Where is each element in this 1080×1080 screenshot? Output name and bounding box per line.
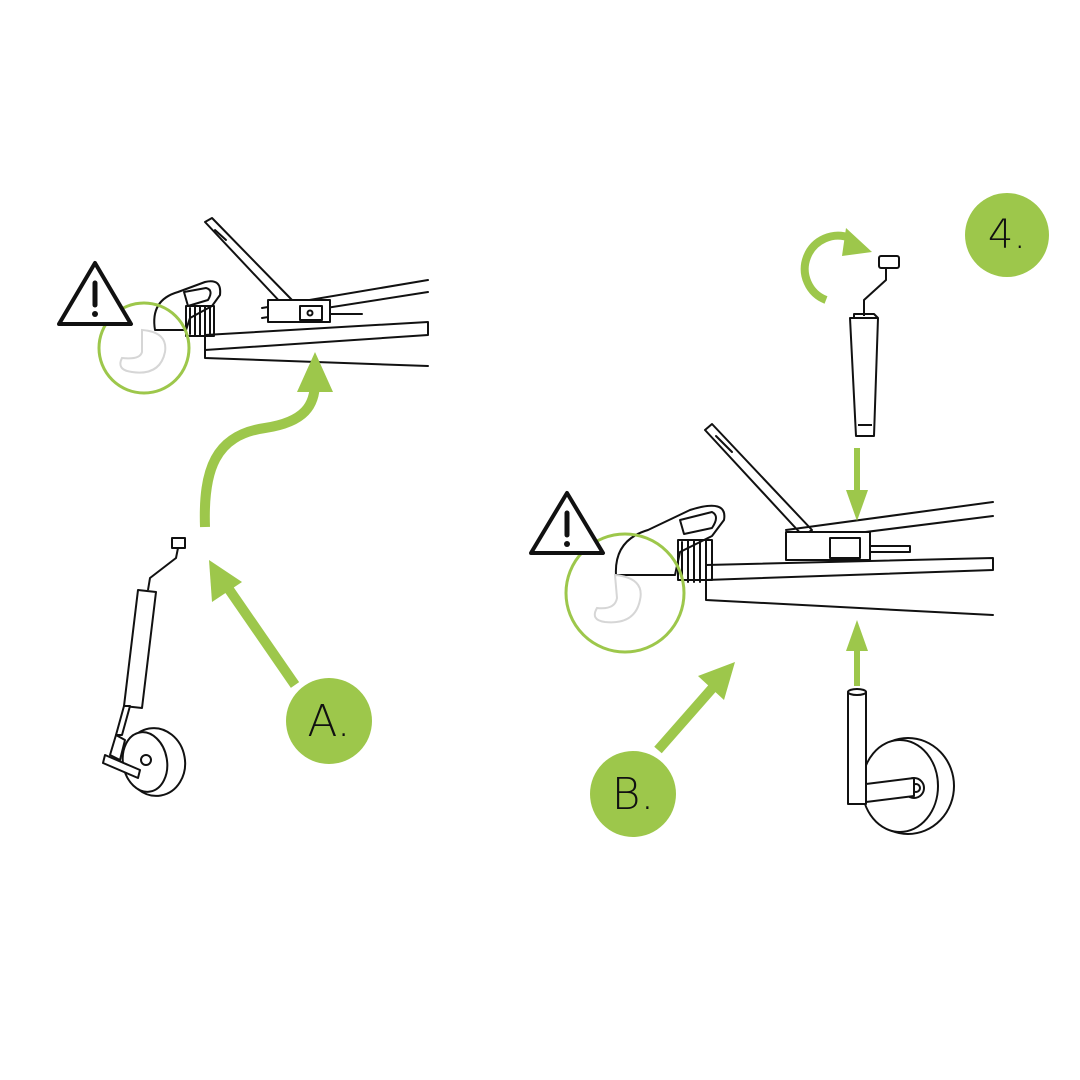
right-jockey-wheel — [847, 688, 955, 835]
callout-b-label: B. — [611, 768, 655, 820]
callout-b-arrow — [654, 680, 720, 754]
rotate-arrow-head — [842, 228, 872, 256]
callout-a-badge: A. — [286, 678, 372, 764]
insert-down-arrow-head — [846, 490, 868, 521]
warning-triangle-icon — [57, 261, 133, 326]
callout-a-label: A. — [307, 695, 351, 747]
callout-a-arrow-head — [209, 560, 242, 602]
rotate-clockwise-icon — [800, 231, 852, 304]
callout-b-arrow-head — [698, 662, 735, 700]
right-highlight-circle — [564, 532, 686, 654]
right-drawbar-assembly — [614, 423, 994, 616]
warning-triangle-icon-right — [529, 491, 605, 555]
insert-curved-arrow-head — [297, 352, 333, 392]
right-coupling-ball-ghost — [593, 573, 642, 624]
step-number-badge: 4. — [965, 193, 1049, 277]
callout-b-badge: B. — [590, 751, 676, 837]
left-drawbar-assembly — [153, 217, 429, 367]
left-highlight-circle — [97, 301, 191, 395]
left-jockey-wheel — [102, 537, 187, 797]
callout-a-arrow — [221, 582, 300, 688]
crank-tube — [849, 255, 900, 437]
step-number-label: 4. — [987, 212, 1027, 258]
insert-curved-arrow — [199, 381, 320, 528]
insert-up-arrow-head — [846, 620, 868, 651]
left-coupling-ball-ghost — [119, 328, 167, 374]
